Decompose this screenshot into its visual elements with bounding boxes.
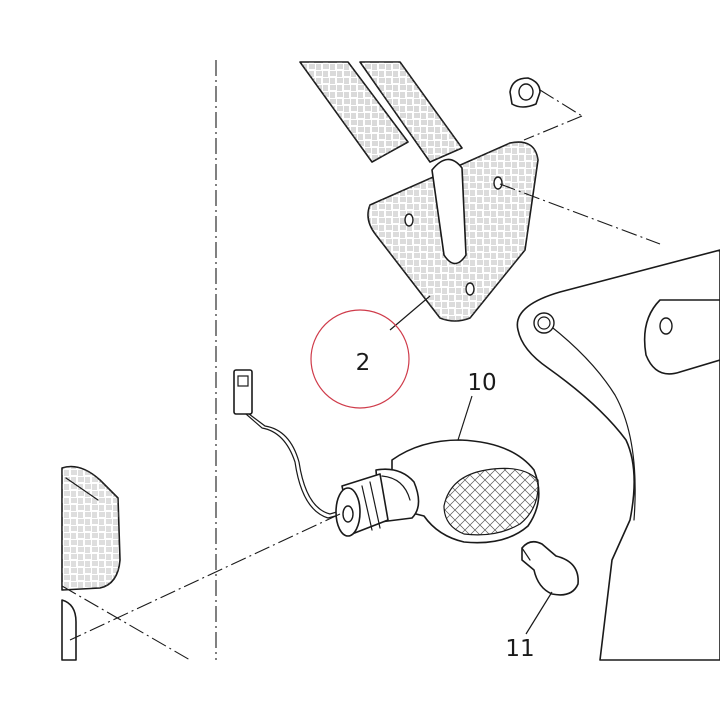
callout-11: 11 bbox=[505, 636, 534, 662]
nut bbox=[509, 77, 541, 108]
leader-line-10 bbox=[457, 395, 473, 441]
wire-connector bbox=[233, 369, 351, 519]
fender-arm bbox=[299, 61, 463, 163]
side-panel bbox=[516, 249, 720, 661]
leader-line-11 bbox=[525, 591, 553, 635]
callout-2-highlight bbox=[310, 309, 410, 409]
leader-line-2 bbox=[389, 295, 431, 331]
bulb bbox=[521, 540, 579, 596]
callout-10: 10 bbox=[467, 370, 496, 396]
left-body-panel bbox=[61, 465, 121, 661]
callout-2: 2 bbox=[356, 350, 371, 376]
turn-signal bbox=[335, 439, 540, 544]
mounting-bracket bbox=[367, 141, 539, 322]
